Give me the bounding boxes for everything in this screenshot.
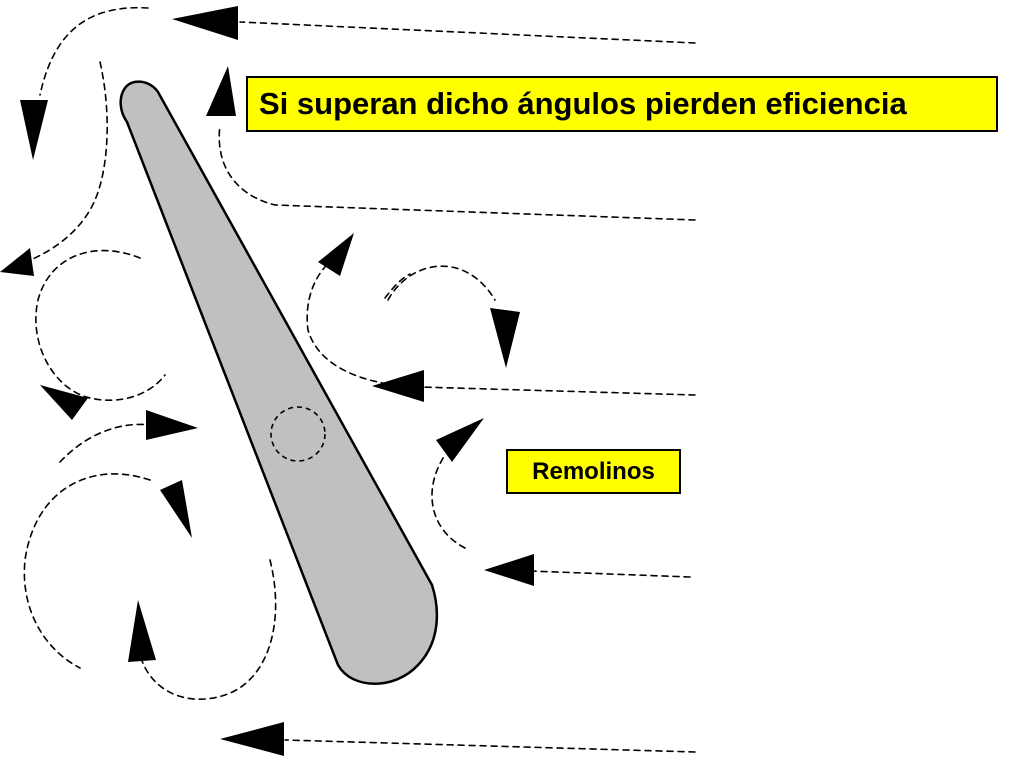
- eddy-right-lower: [431, 454, 466, 549]
- flow-line-lower: [529, 570, 691, 578]
- arrowhead-eddy-left-right: [146, 410, 198, 440]
- blade-pivot-circle: [270, 406, 326, 462]
- arrowhead-eddy-lower-down: [160, 480, 192, 538]
- arrowhead-upper-curve: [206, 66, 236, 116]
- eddy-top-left: [24, 6, 149, 263]
- eddies-label-callout: Remolinos: [506, 449, 681, 494]
- arrowhead-eddy-right-down: [490, 308, 520, 368]
- blade-shape: [119, 80, 439, 685]
- arrowhead-lower-incoming: [484, 554, 534, 586]
- eddy-left-middle: [59, 423, 151, 463]
- arrowhead-left-out: [0, 248, 34, 276]
- flow-line-upper: [218, 124, 696, 221]
- arrowhead-middle-curve: [318, 233, 354, 276]
- eddy-right-upper: [387, 265, 496, 301]
- arrowhead-top-left-down: [20, 100, 48, 160]
- arrowhead-eddy-right-up: [436, 418, 484, 462]
- eddy-left-lower: [23, 473, 277, 700]
- eddy-center-right: [384, 273, 411, 299]
- flow-line-bottom: [284, 739, 696, 753]
- arrowhead-middle-incoming: [372, 370, 424, 402]
- arrowhead-top-incoming: [172, 6, 238, 40]
- eddy-left-upper: [35, 249, 166, 402]
- arrowhead-eddy-lower-up: [128, 600, 156, 662]
- flow-line-top: [239, 21, 696, 44]
- arrowhead-bottom-incoming: [220, 722, 284, 756]
- efficiency-warning-callout: Si superan dicho ángulos pierden eficien…: [246, 76, 998, 132]
- arrowhead-eddy-left-out: [40, 385, 88, 420]
